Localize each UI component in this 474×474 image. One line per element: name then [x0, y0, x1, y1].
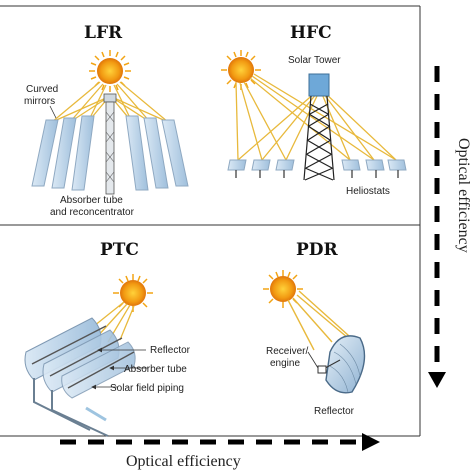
pdr-receiver-leader [307, 351, 319, 369]
pdr-panel: PDR [263, 240, 366, 417]
ptc-leaders [91, 347, 148, 390]
ptc-absorber-label: Absorber tube [124, 364, 187, 375]
hfc-solar-tower [303, 73, 335, 181]
ptc-panel: PTC [24, 240, 191, 437]
hfc-heliostats-label: Heliostats [346, 186, 390, 197]
ptc-field-piping [33, 378, 109, 437]
horizontal-efficiency-arrow [60, 433, 380, 451]
hfc-panel: HFC [221, 23, 407, 197]
ptc-trough-reflectors [24, 317, 136, 399]
hfc-tower-label: Solar Tower [288, 55, 341, 66]
lfr-curved-mirrors [31, 115, 189, 191]
pdr-title: PDR [296, 240, 339, 260]
pdr-receiver-label: Receiver/ engine [266, 346, 311, 369]
pdr-sun-icon [263, 270, 303, 308]
vertical-efficiency-arrow [428, 66, 446, 388]
pdr-dish-reflector [317, 335, 366, 394]
horizontal-axis-label: Optical efficiency [126, 453, 241, 470]
lfr-mirrors-leader [49, 105, 57, 119]
hfc-sun-icon [221, 50, 261, 90]
lfr-absorber-label: Absorber tube and reconcentrator [50, 195, 135, 218]
hfc-title: HFC [290, 23, 332, 43]
pdr-reflector-label: Reflector [314, 406, 355, 417]
lfr-panel: LFR [24, 23, 189, 218]
lfr-receiver-tower [103, 93, 117, 195]
hfc-heliostats [227, 159, 407, 178]
ptc-absorber-tube [31, 325, 135, 389]
ptc-title: PTC [100, 240, 139, 260]
vertical-axis-label: Optical efficiency [455, 138, 472, 253]
pdr-receiver-box [317, 365, 327, 374]
lfr-mirrors-label: Curved mirrors [24, 84, 61, 107]
lfr-title: LFR [84, 23, 123, 43]
ptc-reflector-label: Reflector [150, 345, 191, 356]
pdr-light-beams [287, 290, 359, 351]
ptc-piping-label: Solar field piping [110, 383, 184, 394]
